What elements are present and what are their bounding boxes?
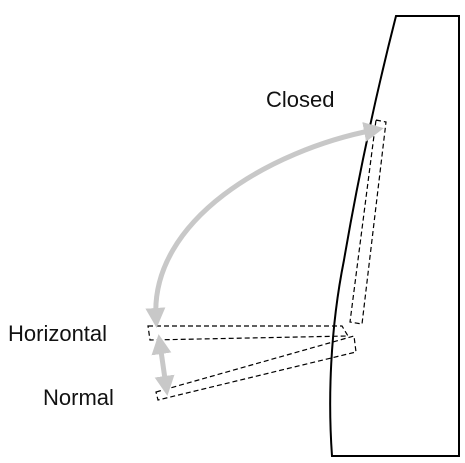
horizontal-label: Horizontal (8, 321, 108, 346)
horizontal-position-panel (147, 325, 350, 341)
wall-outline (329, 15, 460, 457)
horizontal-to-normal-arrow (151, 334, 175, 396)
normal-position-panel (155, 335, 357, 401)
normal-label: Normal (43, 385, 114, 410)
closed-to-horizontal-arc-arrow (145, 122, 384, 328)
closed-label: Closed (266, 87, 335, 112)
closed-position-panel (349, 119, 387, 325)
